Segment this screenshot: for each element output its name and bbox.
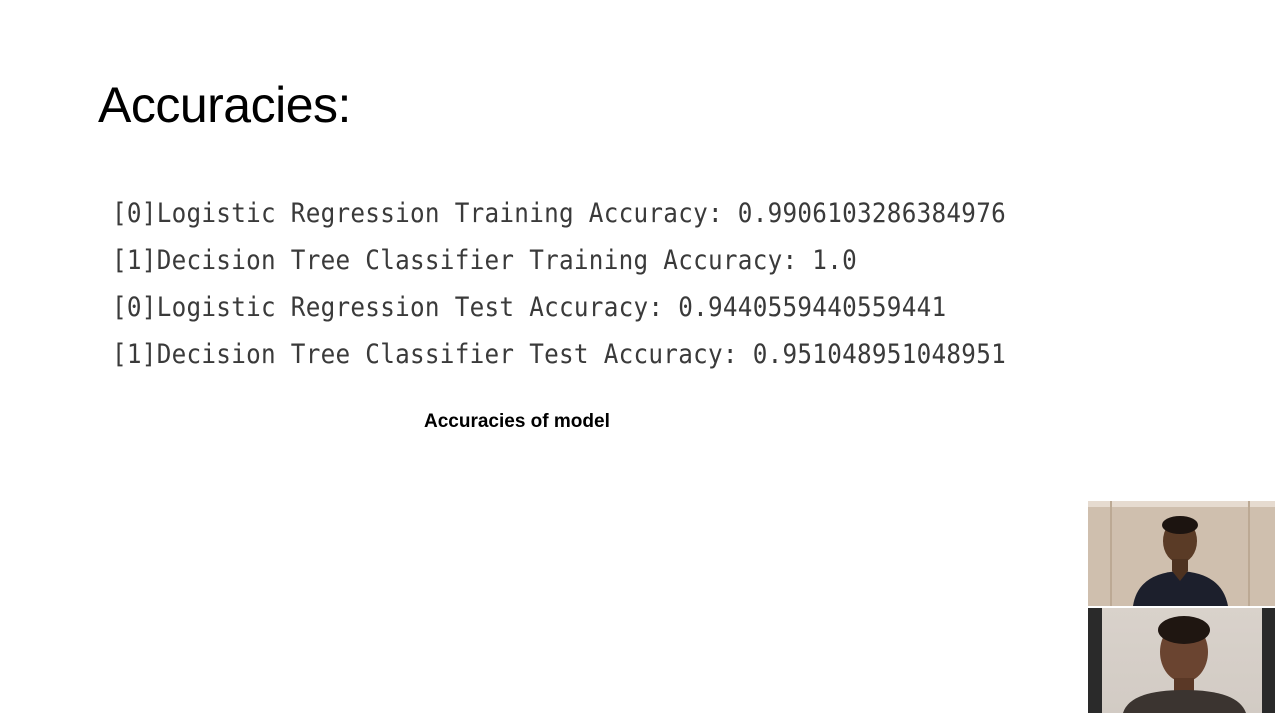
person-1-icon [1088, 501, 1275, 606]
participant-video-2[interactable] [1088, 608, 1275, 713]
image-caption: Accuracies of model [424, 411, 610, 432]
console-output-image: [0]Logistic Regression Training Accuracy… [112, 190, 1072, 378]
person-2-icon [1123, 616, 1246, 713]
output-line-dt-train: [1]Decision Tree Classifier Training Acc… [112, 245, 858, 276]
slide-title: Accuracies: [98, 77, 351, 133]
video-divider [1088, 606, 1275, 608]
participant-video-1[interactable] [1088, 501, 1275, 606]
output-line-lr-train: [0]Logistic Regression Training Accuracy… [112, 198, 1006, 229]
output-line-dt-test: [1]Decision Tree Classifier Test Accurac… [112, 339, 1006, 370]
output-line-lr-test: [0]Logistic Regression Test Accuracy: 0.… [112, 292, 947, 323]
